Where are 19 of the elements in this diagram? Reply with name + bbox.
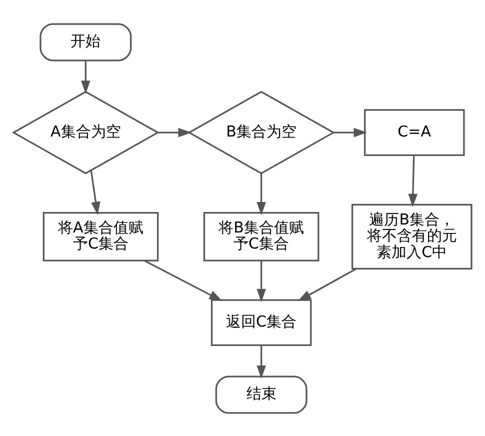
node-diamond: A集合为空	[12, 90, 160, 174]
node-box: 开始	[40, 22, 132, 61]
arrow	[90, 170, 100, 215]
arrow	[298, 268, 357, 301]
node-box: 将B集合值赋予C集合	[203, 212, 320, 261]
arrow	[256, 172, 266, 215]
arrow	[334, 127, 368, 137]
arrow	[158, 127, 192, 137]
node-box: 将A集合值赋予C集合	[42, 212, 159, 261]
arrow	[256, 260, 266, 302]
arrow	[144, 260, 222, 301]
node-box: C=A	[364, 108, 465, 156]
arrow	[81, 60, 90, 94]
arrow	[256, 345, 266, 378]
node-box: 结束	[215, 375, 308, 414]
node-box: 返回C集合	[210, 298, 312, 346]
node-diamond: B集合为空	[188, 90, 336, 174]
arrow	[408, 154, 418, 207]
node-box: 遍历B集合，将不含有的元素加入C中	[351, 203, 472, 269]
